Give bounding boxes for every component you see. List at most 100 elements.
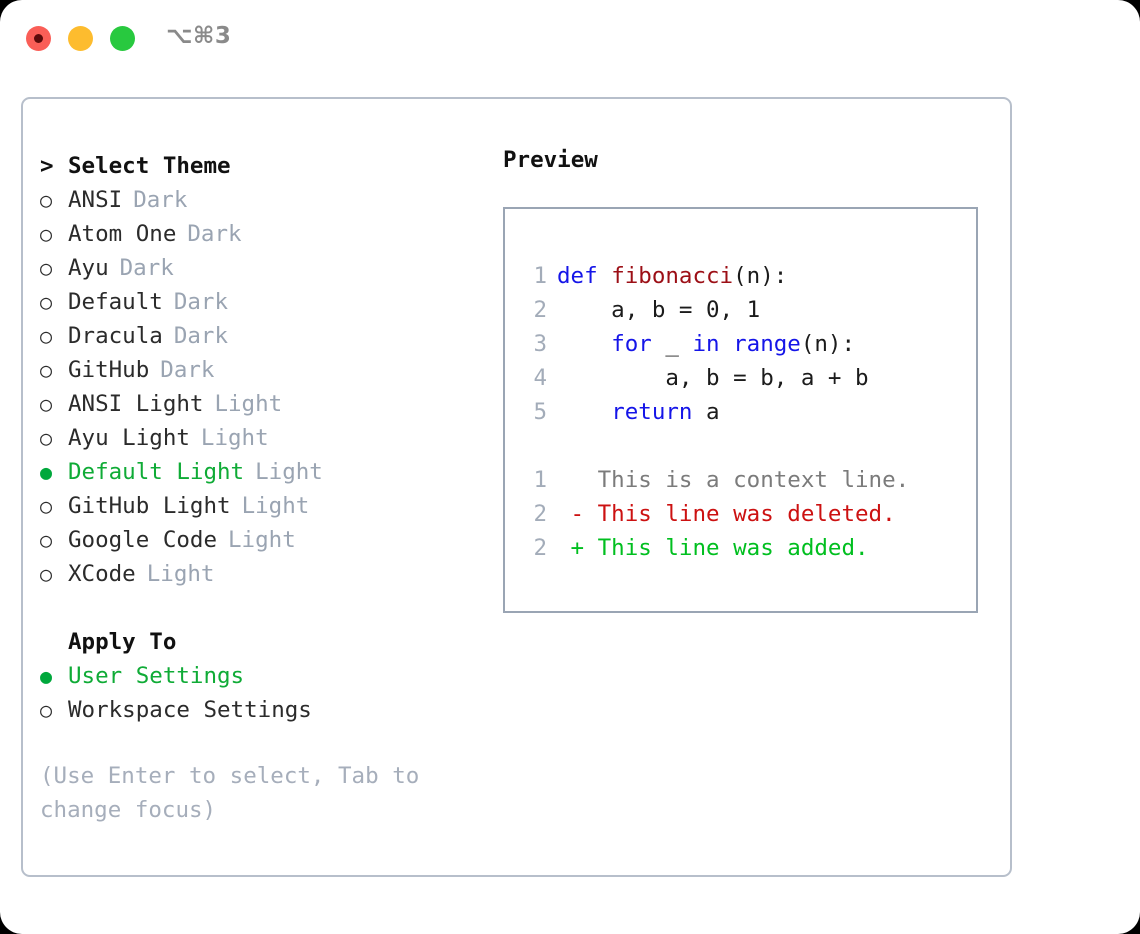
apply-to-option-user-settings[interactable]: ● User Settings <box>40 659 480 693</box>
line-number: 4 <box>533 364 547 391</box>
theme-variant-tag: Light <box>200 424 269 451</box>
list-gap <box>40 591 480 625</box>
diff-line: 2 - This line was deleted. <box>517 497 909 531</box>
radio-selected-icon[interactable]: ● <box>40 664 53 688</box>
theme-variant-tag: Dark <box>119 254 174 281</box>
line-number: 1 <box>533 262 547 289</box>
radio-empty-icon[interactable]: ○ <box>40 290 53 314</box>
code-token <box>720 327 734 361</box>
theme-option-default-dark[interactable]: ○ Default Dark <box>40 285 480 319</box>
code-token: def <box>557 262 612 289</box>
theme-option-label: ANSI <box>68 186 123 213</box>
radio-empty-icon[interactable]: ○ <box>40 392 53 416</box>
theme-variant-tag: Dark <box>173 322 229 349</box>
theme-variant-tag: Light <box>146 560 215 587</box>
zoom-button[interactable] <box>110 26 135 51</box>
apply-to-option-workspace-settings[interactable]: ○ Workspace Settings <box>40 693 480 727</box>
code-token <box>557 327 611 361</box>
radio-empty-icon[interactable]: ○ <box>40 698 53 722</box>
minimize-button[interactable] <box>68 26 93 51</box>
line-number: 3 <box>533 330 547 357</box>
window-title: ⌥⌘3 <box>166 23 232 49</box>
theme-variant-tag: Light <box>255 458 323 485</box>
traffic-light-group <box>26 26 135 51</box>
line-number: 2 <box>533 296 547 323</box>
code-token: (n): <box>800 330 856 357</box>
radio-empty-icon[interactable]: ○ <box>40 528 53 552</box>
theme-option-label: XCode <box>68 560 136 587</box>
code-token: a, b = b, a + b <box>557 364 869 391</box>
heading-label: Select Theme <box>68 152 231 179</box>
code-line: 3 for _ in range(n): <box>517 327 909 361</box>
apply-to-option-label: User Settings <box>68 662 245 689</box>
radio-empty-icon[interactable]: ○ <box>40 562 53 586</box>
code-token: for <box>611 330 652 357</box>
code-line: 1 def fibonacci(n): <box>517 259 909 293</box>
theme-list-heading: > Select Theme <box>40 149 480 183</box>
theme-option-xcode-light[interactable]: ○ XCode Light <box>40 557 480 591</box>
theme-option-label: Atom One <box>68 220 177 247</box>
theme-variant-tag: Dark <box>133 186 188 213</box>
code-token: (n): <box>733 262 788 289</box>
theme-option-ayu-dark[interactable]: ○ Ayu Dark <box>40 251 480 285</box>
code-token <box>557 395 611 429</box>
theme-option-default-light-light[interactable]: ● Default Light Light <box>40 455 480 489</box>
code-line: 2 a, b = 0, 1 <box>517 293 909 327</box>
theme-option-label: Default Light <box>68 458 245 485</box>
theme-variant-tag: Dark <box>173 288 229 315</box>
radio-empty-icon[interactable]: ○ <box>40 494 53 518</box>
code-token: a <box>692 398 720 425</box>
line-number: 2 <box>533 534 547 561</box>
radio-empty-icon[interactable]: ○ <box>40 324 53 348</box>
theme-option-google-code-light[interactable]: ○ Google Code Light <box>40 523 480 557</box>
radio-empty-icon[interactable]: ○ <box>40 358 53 382</box>
close-button[interactable] <box>26 26 51 51</box>
code-line: 4 a, b = b, a + b <box>517 361 909 395</box>
radio-empty-icon[interactable]: ○ <box>40 426 53 450</box>
theme-option-label: Ayu <box>68 254 109 281</box>
theme-option-ayu-light-light[interactable]: ○ Ayu Light Light <box>40 421 480 455</box>
apply-to-option-label: Workspace Settings <box>68 696 312 723</box>
code-blank-line <box>517 429 909 463</box>
theme-option-label: ANSI Light <box>68 390 204 417</box>
line-number: 1 <box>533 466 547 493</box>
caret-icon: > <box>40 152 54 179</box>
theme-option-ansi-dark[interactable]: ○ ANSI Dark <box>40 183 480 217</box>
theme-option-label: GitHub <box>68 356 150 383</box>
theme-variant-tag: Dark <box>160 356 215 383</box>
code-token: fibonacci <box>611 262 734 289</box>
theme-option-label: Ayu Light <box>68 424 190 451</box>
theme-option-label: GitHub Light <box>68 492 231 519</box>
preview-title: Preview <box>503 147 598 173</box>
code-token: a, b = 0, 1 <box>557 296 761 323</box>
code-token: _ <box>651 330 693 357</box>
theme-option-github-dark[interactable]: ○ GitHub Dark <box>40 353 480 387</box>
radio-selected-icon[interactable]: ● <box>40 460 53 484</box>
radio-empty-icon[interactable]: ○ <box>40 188 53 212</box>
line-number: 5 <box>533 398 547 425</box>
radio-empty-icon[interactable]: ○ <box>40 222 53 246</box>
diff-line-text: - This line was deleted. <box>557 500 896 527</box>
diff-line-text: + This line was added. <box>557 534 869 561</box>
theme-option-dracula-dark[interactable]: ○ Dracula Dark <box>40 319 480 353</box>
diff-line: 2 + This line was added. <box>517 531 909 565</box>
theme-option-label: Default <box>68 288 163 315</box>
diff-line: 1 This is a context line. <box>517 463 909 497</box>
code-token: in <box>692 330 720 357</box>
code-token: return <box>611 398 693 425</box>
theme-variant-tag: Light <box>228 526 296 553</box>
line-number: 2 <box>533 500 547 527</box>
radio-empty-icon[interactable]: ○ <box>40 256 53 280</box>
theme-option-label: Dracula <box>68 322 163 349</box>
code-line: 5 return a <box>517 395 909 429</box>
code-token: range <box>733 330 801 357</box>
theme-option-label: Google Code <box>68 526 218 553</box>
